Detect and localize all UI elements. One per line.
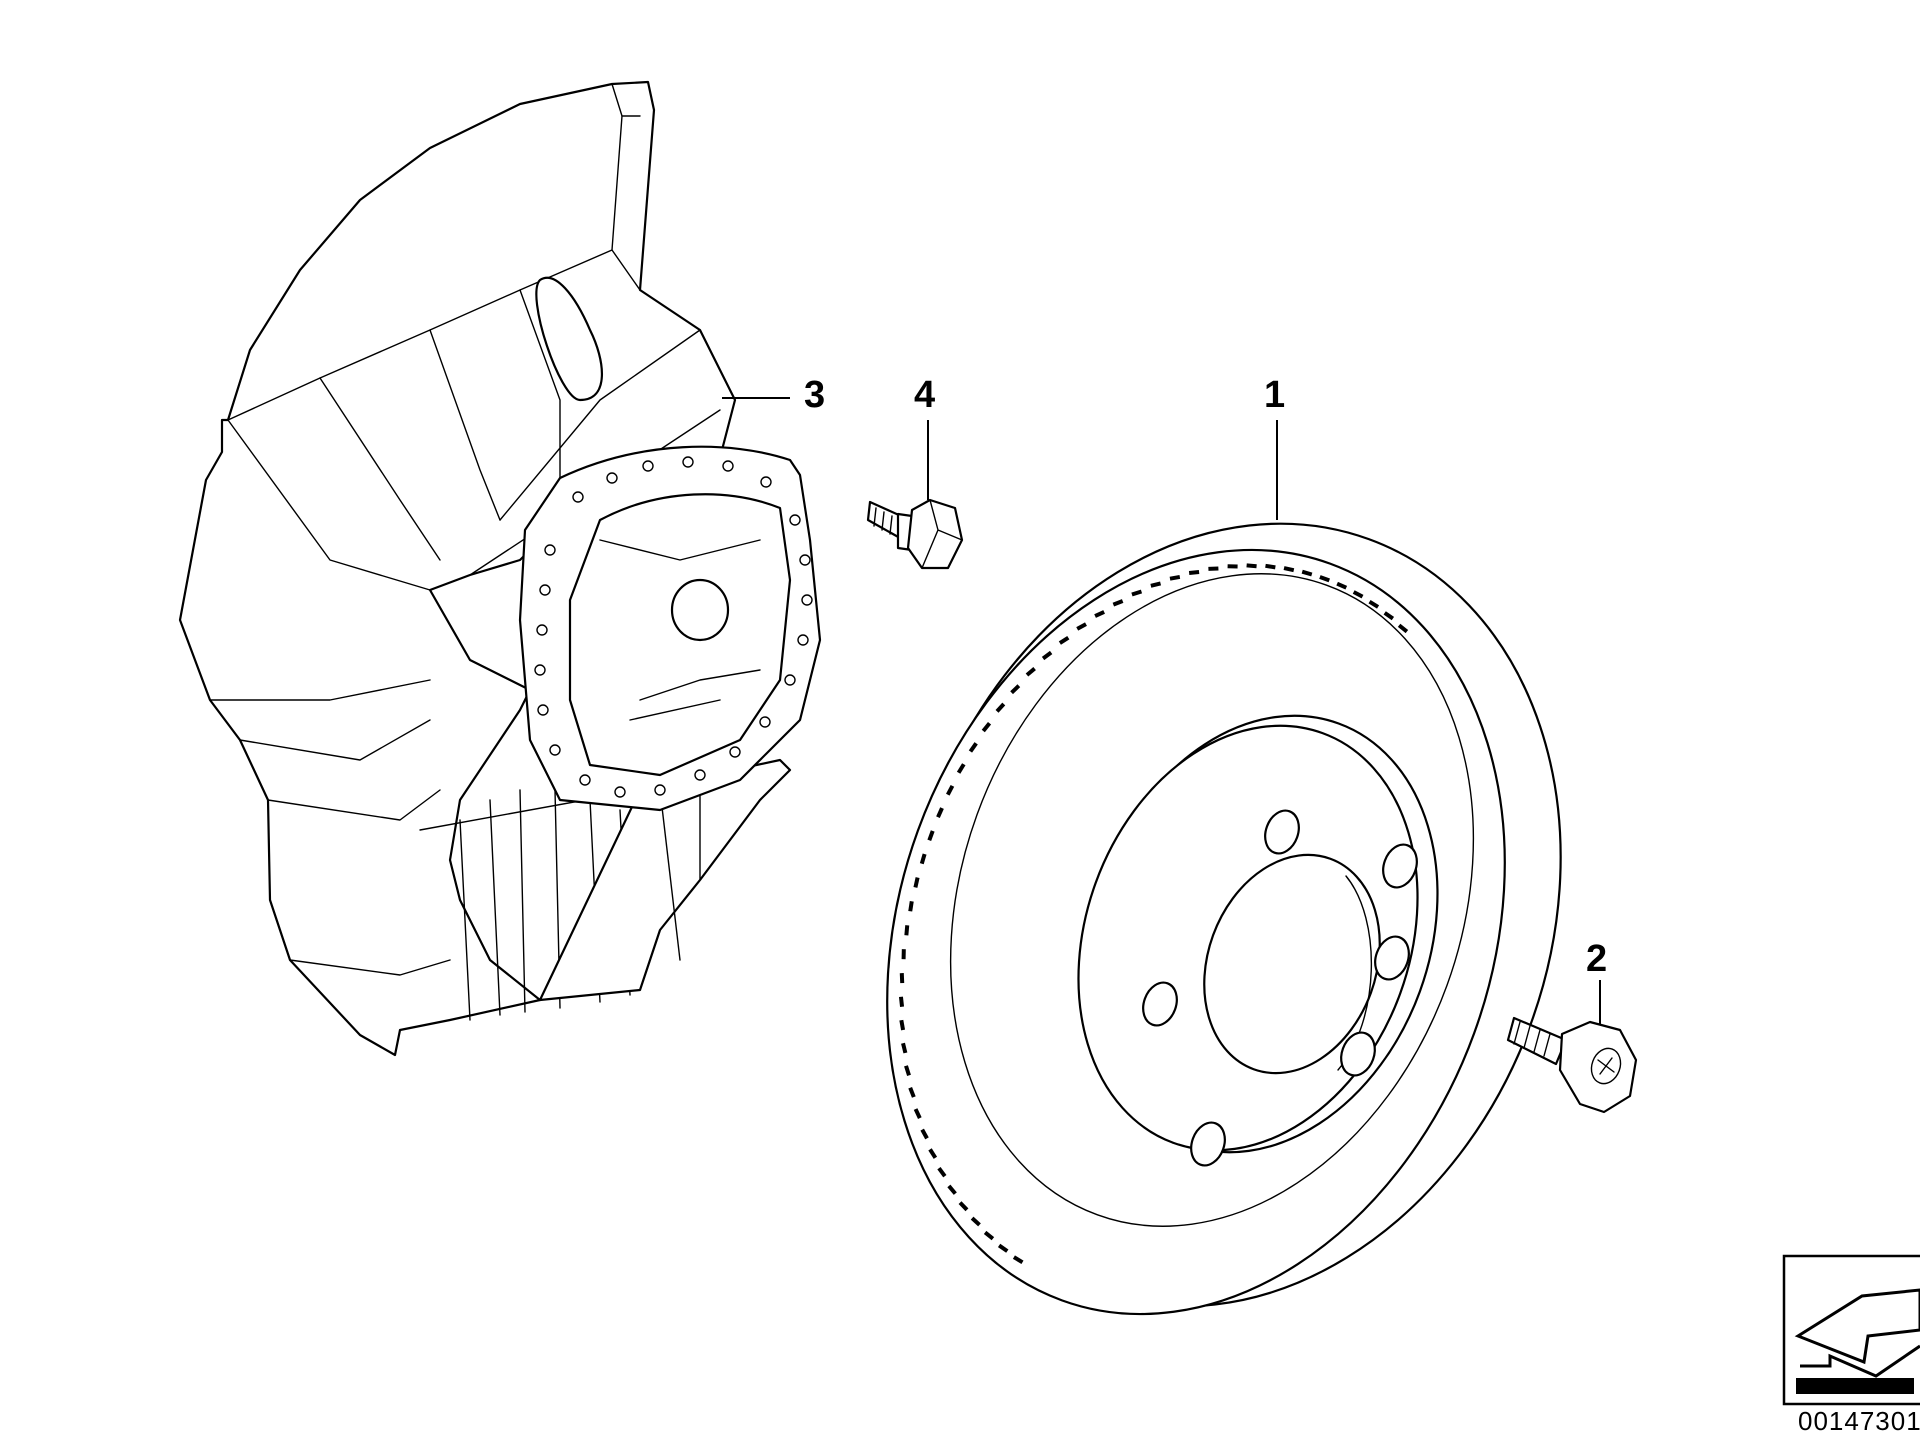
vent-slot — [983, 1230, 995, 1241]
vent-slot — [1012, 1255, 1024, 1265]
disc-vent-slots — [898, 563, 1409, 1265]
vent-slot — [1112, 599, 1124, 607]
callout-2: 2 — [1586, 938, 1608, 980]
vent-slot — [1094, 610, 1105, 618]
vent-slot — [913, 877, 920, 888]
vent-slot — [899, 1019, 906, 1031]
vent-slot — [937, 1166, 947, 1178]
callout-4: 4 — [914, 374, 936, 416]
vent-slot — [1010, 684, 1021, 695]
vent-slot — [995, 702, 1006, 713]
vent-slot — [1283, 566, 1295, 573]
callout-1: 1 — [1264, 374, 1286, 416]
vent-slot — [927, 830, 935, 841]
vent-slot — [928, 1148, 938, 1159]
vent-slot — [1169, 574, 1181, 581]
vent-slot — [1025, 667, 1036, 677]
flange-holes — [534, 456, 813, 798]
vent-slot — [898, 996, 905, 1007]
vent-slot — [1319, 575, 1330, 583]
vent-slot — [901, 949, 906, 960]
vent-slot — [908, 1087, 916, 1098]
vent-slot — [1041, 650, 1053, 661]
vent-slot — [947, 1184, 957, 1195]
vent-slot — [936, 807, 944, 818]
brake-disc-part-1 — [886, 420, 1562, 1316]
vent-slot — [1397, 623, 1409, 634]
vent-slot — [1150, 581, 1162, 588]
orientation-arrow-icon — [1782, 1254, 1920, 1406]
vent-slot — [1076, 622, 1087, 631]
vent-slot — [1208, 566, 1219, 571]
callout-3: 3 — [804, 374, 826, 416]
vent-slot — [1188, 569, 1200, 576]
countersunk-screw-part-2 — [1506, 980, 1638, 1114]
vent-slot — [1301, 569, 1313, 577]
vent-slot — [1227, 564, 1238, 569]
vent-slot — [920, 1128, 929, 1140]
vent-slot — [981, 721, 992, 733]
vent-slot — [1368, 599, 1380, 609]
vent-slot — [997, 1243, 1009, 1253]
vent-slot — [913, 1108, 922, 1119]
vent-slot — [1131, 589, 1143, 597]
vent-slot — [1058, 636, 1070, 645]
hex-bolt-part-4 — [866, 420, 964, 570]
vent-slot — [1265, 563, 1276, 570]
vent-slot — [968, 742, 978, 753]
vent-slot — [1246, 563, 1257, 569]
vent-slot — [1352, 590, 1364, 599]
vent-slot — [904, 1065, 911, 1076]
vent-slot — [919, 853, 927, 865]
vent-slot — [1336, 581, 1348, 590]
vent-slot — [958, 1201, 969, 1212]
vent-slot — [1383, 611, 1395, 621]
brake-dust-shield — [178, 80, 822, 1057]
vent-slot — [901, 1042, 908, 1054]
vent-slot — [956, 763, 966, 774]
vent-slot — [899, 973, 905, 984]
diagram-reference-number: 00147301 — [1798, 1406, 1920, 1436]
vent-slot — [946, 784, 955, 796]
vent-slot — [904, 925, 910, 936]
vent-slot — [908, 901, 914, 912]
disc-lug-holes — [1142, 809, 1418, 1167]
vent-slot — [970, 1216, 981, 1227]
